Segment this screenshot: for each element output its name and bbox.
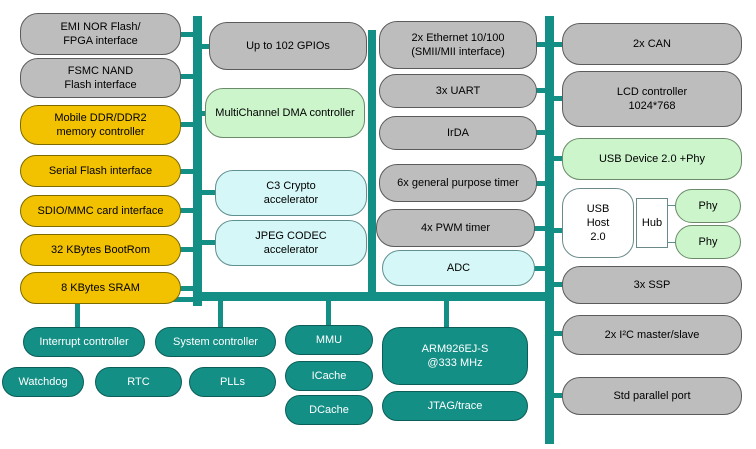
bottom-stub-cpu bbox=[444, 297, 449, 327]
hub-to-phy-2-line bbox=[668, 242, 676, 243]
dma-controller-block: MultiChannel DMA controller bbox=[205, 88, 365, 138]
serial-flash-block: Serial Flash interface bbox=[20, 155, 181, 187]
jpeg-codec-block: JPEG CODEC accelerator bbox=[215, 220, 367, 266]
plls-block: PLLs bbox=[189, 367, 276, 397]
bootrom-block: 32 KBytes BootRom bbox=[20, 234, 181, 266]
left-stub-6 bbox=[180, 247, 195, 252]
left-stub-5 bbox=[180, 208, 195, 213]
system-controller-block: System controller bbox=[155, 327, 276, 357]
usb-host-block: USB Host 2.0 bbox=[562, 188, 634, 258]
right-stub-lcd bbox=[552, 96, 564, 101]
center-left-stub-2 bbox=[200, 111, 208, 116]
center-right-stub-5 bbox=[534, 226, 548, 231]
phy-block-1: Phy bbox=[675, 189, 741, 223]
emi-nor-flash-block: EMI NOR Flash/ FPGA interface bbox=[20, 13, 181, 55]
left-bus-vertical bbox=[193, 16, 202, 306]
bottom-stub-system bbox=[218, 297, 223, 327]
left-stub-1 bbox=[180, 32, 195, 37]
ethernet-block: 2x Ethernet 10/100 (SMII/MII interface) bbox=[379, 21, 537, 69]
rtc-block: RTC bbox=[95, 367, 182, 397]
mobile-ddr-block: Mobile DDR/DDR2 memory controller bbox=[20, 105, 181, 145]
right-stub-i2c bbox=[552, 331, 564, 336]
sram-block: 8 KBytes SRAM bbox=[20, 272, 181, 304]
left-stub-4 bbox=[180, 169, 195, 174]
center-left-stub-1 bbox=[200, 44, 212, 49]
bottom-stub-mmu bbox=[326, 297, 331, 325]
parallel-port-block: Std parallel port bbox=[562, 377, 742, 415]
main-bus-horizontal bbox=[193, 292, 554, 301]
center-bus-vertical bbox=[368, 30, 376, 295]
center-right-stub-4 bbox=[536, 181, 548, 186]
watchdog-block: Watchdog bbox=[2, 367, 84, 397]
sdio-mmc-block: SDIO/MMC card interface bbox=[20, 195, 181, 227]
irda-block: IrDA bbox=[379, 116, 537, 150]
right-bus-vertical bbox=[545, 16, 554, 444]
right-stub-usb-host bbox=[552, 228, 564, 233]
usb-device-block: USB Device 2.0 +Phy bbox=[562, 138, 742, 180]
icache-block: ICache bbox=[285, 361, 373, 391]
lcd-controller-block: LCD controller 1024*768 bbox=[562, 71, 742, 127]
center-left-stub-3 bbox=[200, 190, 218, 195]
dcache-block: DCache bbox=[285, 395, 373, 425]
left-stub-2 bbox=[180, 74, 195, 79]
center-right-stub-2 bbox=[536, 88, 548, 93]
fsmc-nand-flash-block: FSMC NAND Flash interface bbox=[20, 58, 181, 98]
can-block: 2x CAN bbox=[562, 23, 742, 65]
right-stub-parallel bbox=[552, 393, 564, 398]
left-stub-7 bbox=[180, 286, 195, 291]
crypto-accelerator-block: C3 Crypto accelerator bbox=[215, 170, 367, 216]
interrupt-controller-block: Interrupt controller bbox=[23, 327, 145, 357]
pwm-timer-block: 4x PWM timer bbox=[376, 209, 535, 247]
usb-hub-block: Hub bbox=[636, 198, 668, 248]
center-right-stub-1 bbox=[536, 42, 548, 47]
bottom-stub-interrupt bbox=[75, 297, 80, 329]
ssp-block: 3x SSP bbox=[562, 266, 742, 304]
hub-to-phy-1-line bbox=[668, 205, 676, 206]
arm-cpu-block: ARM926EJ-S @333 MHz bbox=[382, 327, 528, 385]
uart-block: 3x UART bbox=[379, 74, 537, 108]
center-left-stub-4 bbox=[200, 240, 218, 245]
center-right-stub-6 bbox=[534, 266, 548, 271]
i2c-block: 2x I²C master/slave bbox=[562, 315, 742, 355]
left-stub-3 bbox=[180, 122, 195, 127]
gp-timer-block: 6x general purpose timer bbox=[379, 164, 537, 202]
right-stub-can bbox=[552, 42, 564, 47]
center-right-stub-3 bbox=[536, 130, 548, 135]
adc-block: ADC bbox=[382, 250, 535, 286]
gpio-block: Up to 102 GPIOs bbox=[209, 22, 367, 70]
phy-block-2: Phy bbox=[675, 225, 741, 259]
jtag-trace-block: JTAG/trace bbox=[382, 391, 528, 421]
right-stub-ssp bbox=[552, 282, 564, 287]
right-stub-usb-device bbox=[552, 156, 564, 161]
mmu-block: MMU bbox=[285, 325, 373, 355]
